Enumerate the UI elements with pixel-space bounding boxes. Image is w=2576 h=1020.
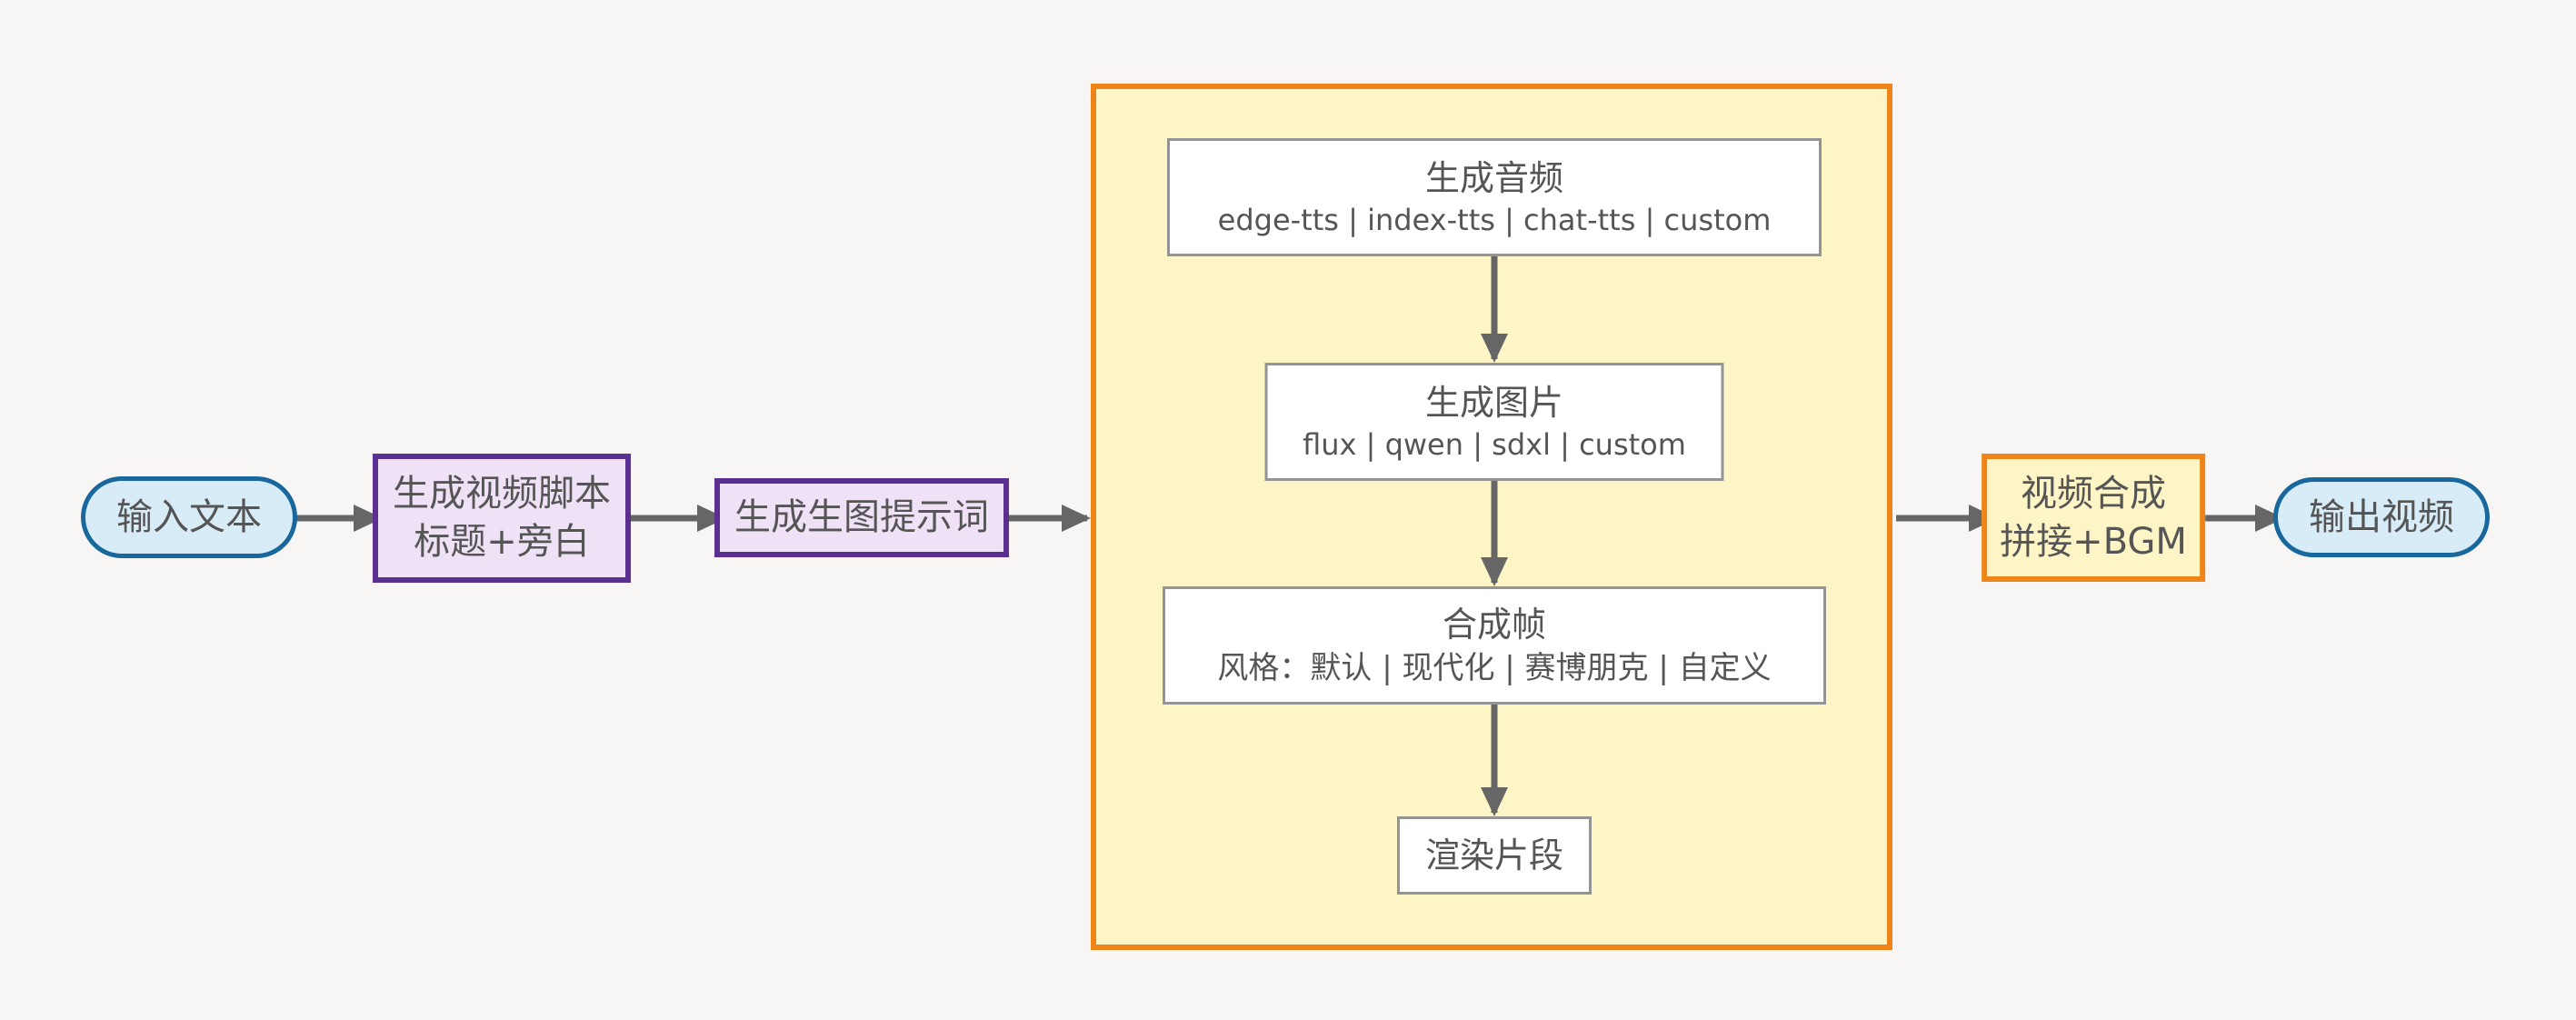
node-output-video-label: 输出视频 xyxy=(2309,495,2454,538)
node-video-compose-title: 视频合成 xyxy=(2020,472,2166,515)
node-compose-frame-title: 合成帧 xyxy=(1442,605,1546,645)
node-render-clip: 渲染片段 xyxy=(1396,816,1593,895)
node-compose-frame: 合成帧 风格：默认 | 现代化 | 赛博朋克 | 自定义 xyxy=(1163,586,1826,705)
node-video-compose-subtitle: 拼接+BGM xyxy=(2000,520,2187,563)
node-generate-script-title: 生成视频脚本 xyxy=(393,473,611,515)
node-generate-script: 生成视频脚本 标题+旁白 xyxy=(373,454,631,583)
node-input-text: 输入文本 xyxy=(81,476,297,558)
node-generate-audio-engines: edge-tts | index-tts | chat-tts | custom xyxy=(1217,202,1772,237)
node-output-video: 输出视频 xyxy=(2273,477,2490,557)
node-generate-image-prompt-label: 生成生图提示词 xyxy=(734,496,989,539)
node-generate-audio-title: 生成音频 xyxy=(1424,157,1563,198)
node-generate-image: 生成图片 flux | qwen | sdxl | custom xyxy=(1264,363,1724,481)
node-compose-frame-styles: 风格：默认 | 现代化 | 赛博朋克 | 自定义 xyxy=(1217,649,1772,686)
node-generate-image-title: 生成图片 xyxy=(1424,382,1563,423)
node-generate-image-models: flux | qwen | sdxl | custom xyxy=(1303,426,1686,462)
node-video-compose: 视频合成 拼接+BGM xyxy=(1982,454,2205,582)
node-render-clip-label: 渲染片段 xyxy=(1424,835,1564,875)
node-generate-image-prompt: 生成生图提示词 xyxy=(714,478,1009,557)
node-generate-script-subtitle: 标题+旁白 xyxy=(414,521,590,563)
node-input-text-label: 输入文本 xyxy=(116,495,262,538)
node-generate-audio: 生成音频 edge-tts | index-tts | chat-tts | c… xyxy=(1167,138,1822,256)
